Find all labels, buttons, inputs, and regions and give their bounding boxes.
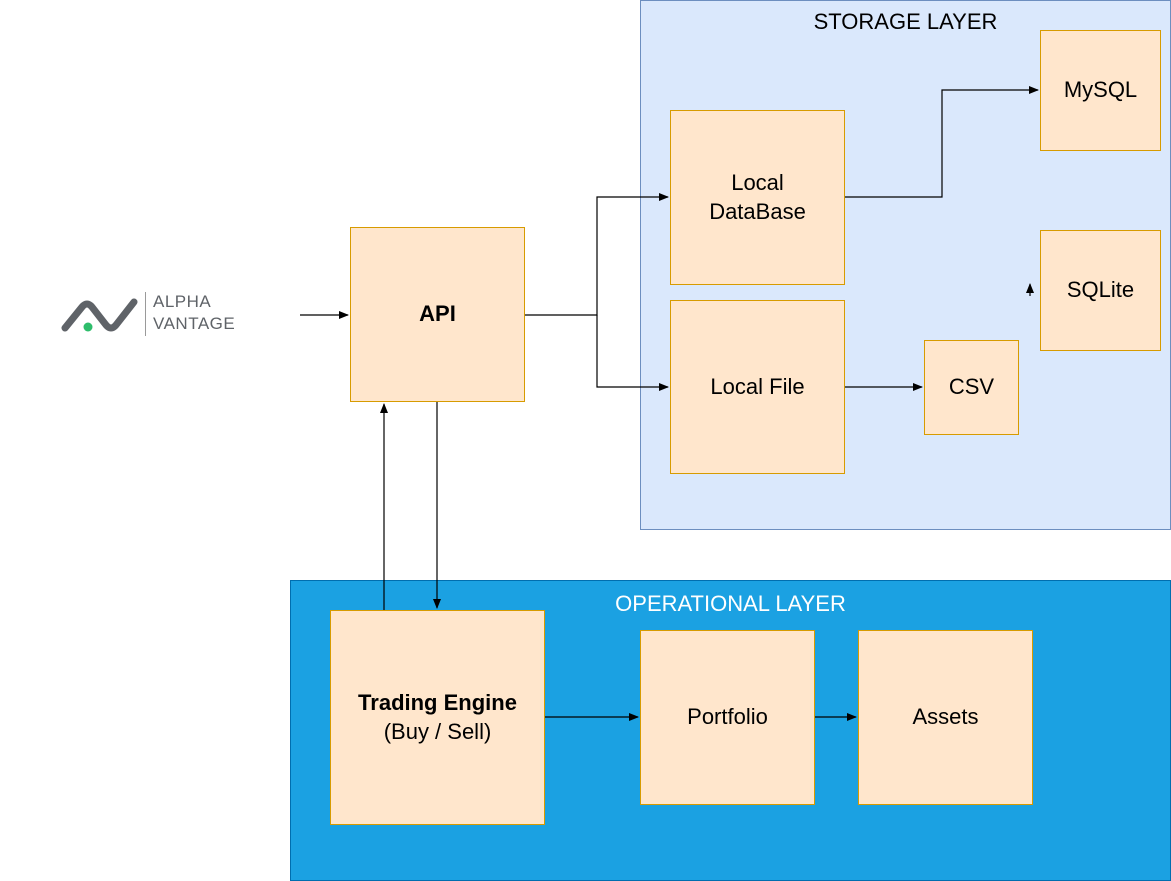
trading-engine-sublabel: (Buy / Sell) (383, 718, 492, 744)
api-label: API (419, 301, 456, 327)
assets-node: Assets (858, 630, 1033, 805)
operational-layer-title: OPERATIONAL LAYER (615, 591, 846, 616)
mysql-node: MySQL (1040, 30, 1161, 151)
local-file-label: Local File (710, 373, 805, 399)
trading-engine-node: Trading Engine (Buy / Sell) (330, 610, 545, 825)
portfolio-node: Portfolio (640, 630, 815, 805)
sqlite-node: SQLite (1040, 230, 1161, 351)
local-database-label-line-1: Local (731, 169, 784, 195)
api-node: API (350, 227, 525, 402)
storage-layer-title: STORAGE LAYER (813, 9, 998, 34)
logo-text: ALPHA VANTAGE (153, 291, 235, 335)
local-database-node: Local DataBase (670, 110, 845, 285)
alpha-vantage-logo-icon (61, 298, 138, 332)
alpha-vantage-logo: ALPHA VANTAGE (60, 288, 250, 340)
mysql-label: MySQL (1063, 77, 1138, 103)
assets-label: Assets (912, 704, 979, 730)
logo-line-1: ALPHA (153, 292, 212, 311)
logo-accent-dot (83, 322, 93, 332)
csv-node: CSV (924, 340, 1019, 435)
portfolio-label: Portfolio (687, 704, 768, 730)
sqlite-label: SQLite (1066, 277, 1135, 303)
local-database-label-line-2: DataBase (709, 198, 806, 224)
trading-engine-label: Trading Engine (358, 689, 517, 715)
logo-line-2: VANTAGE (153, 314, 236, 333)
csv-label: CSV (948, 374, 995, 400)
logo-divider (145, 292, 146, 336)
local-file-node: Local File (670, 300, 845, 474)
